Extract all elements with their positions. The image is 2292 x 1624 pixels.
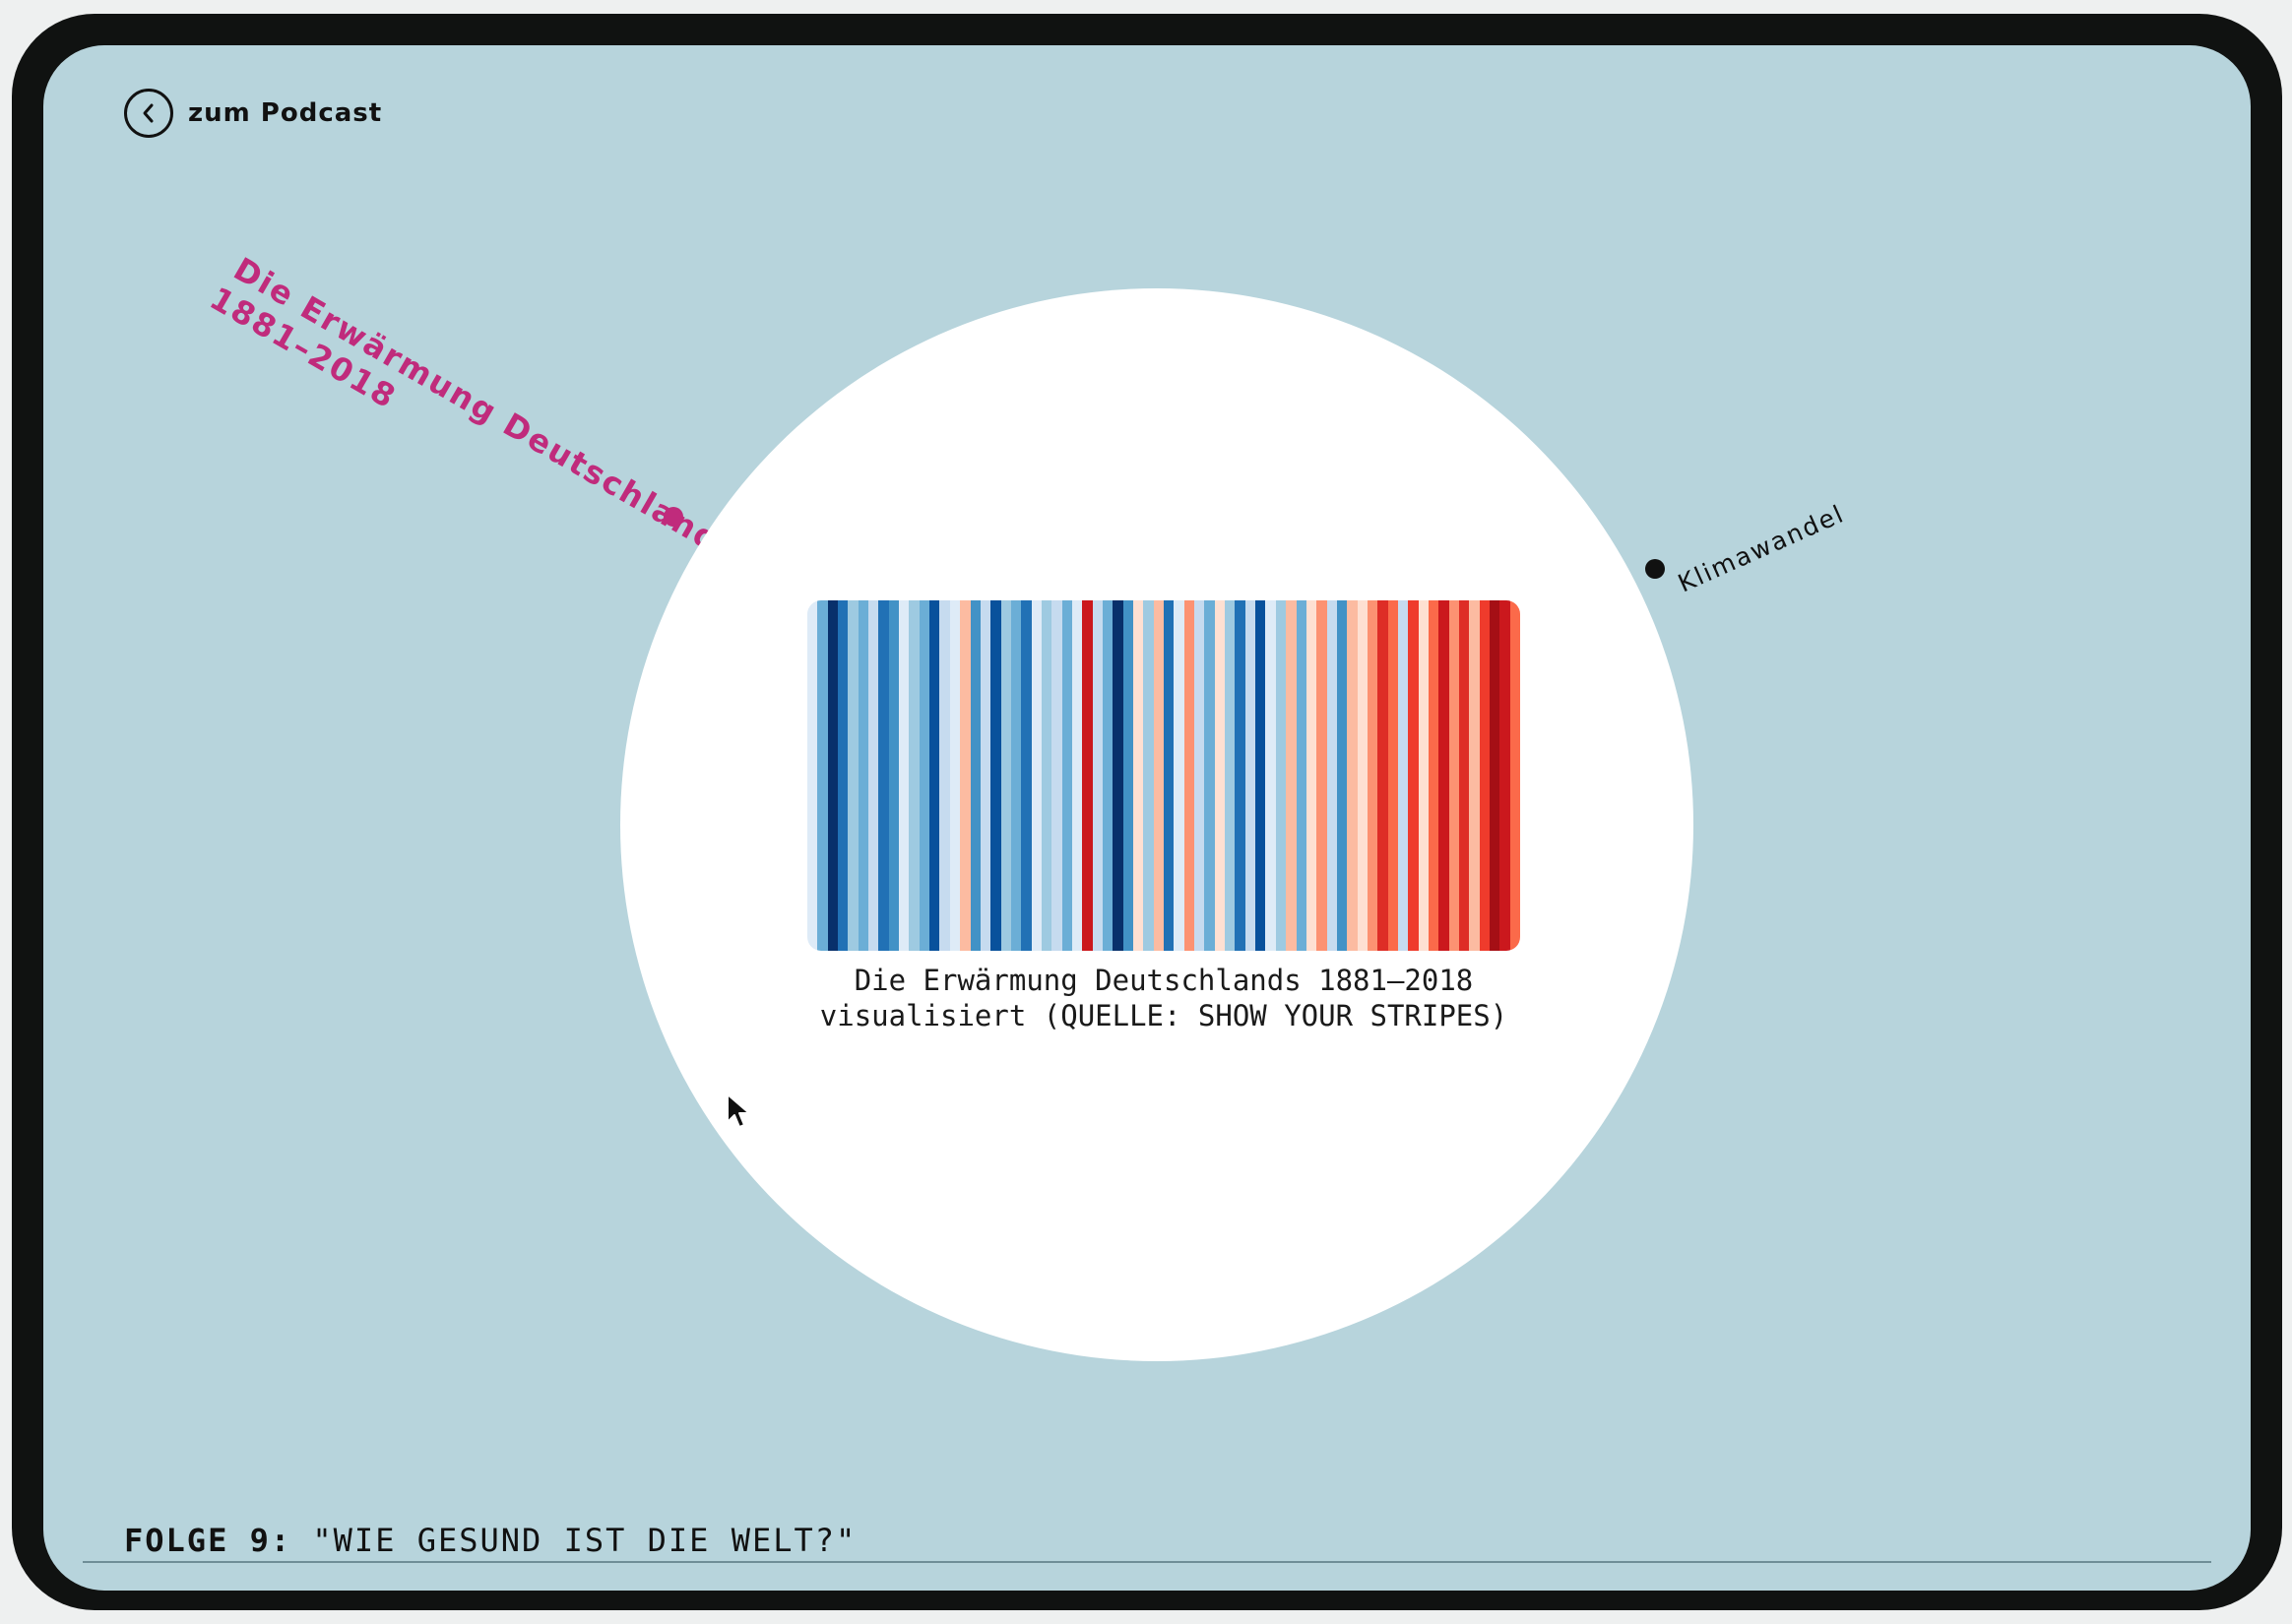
stripe [827, 600, 839, 951]
stripe [1010, 600, 1022, 951]
stripe [919, 600, 930, 951]
stripe [1347, 600, 1358, 951]
stripe [949, 600, 961, 951]
stripe [1479, 600, 1491, 951]
stripe [1041, 600, 1052, 951]
episode-title-bar: FOLGE 9: "WIE GESUND IST DIE WELT?" [124, 1522, 857, 1559]
stripe [909, 600, 920, 951]
stripe [1286, 600, 1297, 951]
stripe [1082, 600, 1093, 951]
stripe [1377, 600, 1388, 951]
topic-dot-klimawandel[interactable] [1645, 559, 1665, 579]
stripe [990, 600, 1001, 951]
stripe [939, 600, 950, 951]
stripe [1418, 600, 1429, 951]
stripe [1122, 600, 1133, 951]
stripe [1102, 600, 1114, 951]
stripe [1031, 600, 1042, 951]
stripe [1113, 600, 1123, 951]
stripe [1275, 600, 1287, 951]
stripe [878, 600, 889, 951]
stripe [1021, 600, 1032, 951]
stripe [1133, 600, 1144, 951]
stripe [1092, 600, 1103, 951]
stripe [970, 600, 981, 951]
stripes-caption: Die Erwärmung Deutschlands 1881–2018 vis… [763, 963, 1564, 1033]
stripe [848, 600, 859, 951]
stripe [899, 600, 910, 951]
stripe [980, 600, 991, 951]
caption-line-2: visualisiert (QUELLE: SHOW YOUR STRIPES) [819, 999, 1508, 1032]
stripe [1509, 600, 1520, 951]
stripe [1061, 600, 1072, 951]
stripe [960, 600, 971, 951]
stripe [1357, 600, 1368, 951]
stripe [1499, 600, 1510, 951]
topic-tag-klimawandel[interactable]: Klimawandel [1674, 499, 1849, 598]
active-topic-tag-line2: 1881–2018 [203, 279, 404, 416]
stripe [1194, 600, 1205, 951]
stripe [817, 600, 828, 951]
stripe [1336, 600, 1348, 951]
stripe [1387, 600, 1398, 951]
stripe [1051, 600, 1062, 951]
stripe [1448, 600, 1459, 951]
back-to-podcast-link[interactable]: zum Podcast [124, 89, 382, 138]
back-link-label: zum Podcast [188, 98, 383, 128]
stripe [1316, 600, 1327, 951]
stripe [1255, 600, 1266, 951]
caption-line-1: Die Erwärmung Deutschlands 1881–2018 [854, 964, 1474, 997]
warming-stripes-graphic [807, 600, 1520, 951]
stripe [1225, 600, 1236, 951]
stripe [1367, 600, 1378, 951]
stripe [1459, 600, 1470, 951]
stripe [888, 600, 900, 951]
stripe [1408, 600, 1419, 951]
stripe [1265, 600, 1276, 951]
footer-divider [83, 1561, 2211, 1563]
episode-label: FOLGE 9: [124, 1522, 292, 1559]
tablet-frame: zum Podcast Die Erwärmung Deutschlands 1… [12, 14, 2282, 1610]
stripe [838, 600, 849, 951]
stripe [1428, 600, 1439, 951]
stripe [1174, 600, 1184, 951]
stripe [1305, 600, 1317, 951]
stripe [1235, 600, 1245, 951]
stripe [1438, 600, 1449, 951]
stripe [1204, 600, 1215, 951]
stripe [1469, 600, 1480, 951]
episode-title: "WIE GESUND IST DIE WELT?" [312, 1522, 858, 1559]
stripe [1153, 600, 1165, 951]
stripe [1244, 600, 1256, 951]
mouse-pointer-icon [727, 1093, 750, 1128]
stripe [868, 600, 879, 951]
stripe [1326, 600, 1337, 951]
stripe [1296, 600, 1306, 951]
stripe [929, 600, 940, 951]
podcast-visual-screen: zum Podcast Die Erwärmung Deutschlands 1… [43, 45, 2251, 1591]
stripe [1183, 600, 1195, 951]
stripe [1143, 600, 1154, 951]
stripe [858, 600, 869, 951]
stripe [1071, 600, 1083, 951]
stripe [1000, 600, 1011, 951]
chevron-left-icon [124, 89, 173, 138]
stripe [1164, 600, 1175, 951]
stripe [1490, 600, 1500, 951]
stripe [1397, 600, 1409, 951]
stripe [1214, 600, 1226, 951]
active-topic-tag[interactable]: Die Erwärmung Deutschlands 1881–2018 [204, 250, 744, 602]
active-topic-dot[interactable] [664, 507, 683, 527]
stripe [807, 600, 818, 951]
